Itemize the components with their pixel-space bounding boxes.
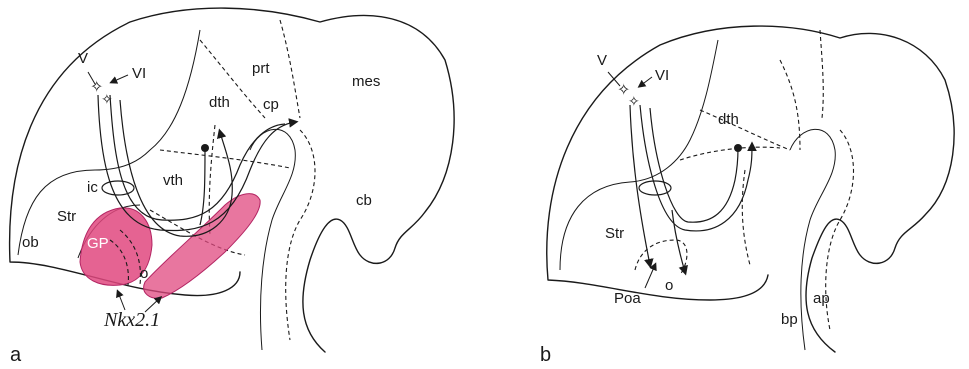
dth-border-b4	[680, 147, 780, 160]
label-ic: ic	[87, 179, 98, 196]
poa-pointer-b	[645, 265, 655, 288]
panel-letter-a: a	[10, 344, 22, 366]
neuron-vi-star-b: ✧	[628, 93, 640, 109]
label-v-b: V	[597, 52, 607, 69]
label-poa: Poa	[614, 290, 641, 307]
label-ob: ob	[22, 234, 39, 251]
label-ap: ap	[813, 290, 830, 307]
label-gp: GP	[87, 235, 109, 252]
label-cb: cb	[356, 192, 372, 209]
label-vi-a: VI	[132, 65, 146, 82]
dth-border-b1	[700, 110, 790, 150]
label-str-b: Str	[605, 225, 624, 242]
label-str-a: Str	[57, 208, 76, 225]
label-cp: cp	[263, 96, 279, 113]
ventricle-dash-b	[826, 130, 854, 330]
thalamus-border-a	[160, 150, 290, 168]
label-o-a: o	[140, 265, 148, 282]
label-mes-a: mes	[352, 73, 380, 90]
ventricle-dash-a	[286, 130, 315, 340]
label-o-b: o	[665, 277, 673, 294]
nkx-pointer-gp	[118, 292, 125, 310]
prt-mes-border-a	[280, 20, 300, 118]
label-vi-b: VI	[655, 67, 669, 84]
label-v-a: V	[78, 50, 88, 67]
dth-border-b3	[820, 30, 823, 118]
brain-outline-b	[547, 26, 954, 352]
vertical-dash-b	[742, 170, 750, 265]
label-nkx21: Nkx2.1	[103, 309, 160, 331]
label-dth-a: dth	[209, 94, 230, 111]
mge-strip-domain	[144, 194, 260, 299]
label-dth-b: dth	[718, 111, 739, 128]
thalamic-neuron-b	[734, 144, 742, 152]
dth-border-b2	[780, 60, 800, 150]
poa-border-b	[635, 240, 687, 275]
vi-pointer-b	[640, 77, 652, 86]
vi-pointer-a	[112, 75, 128, 82]
panel-b: ✧ ✧ V VI dth Str o Poa ap bp b	[540, 26, 954, 366]
panel-letter-b: b	[540, 344, 551, 366]
label-vth: vth	[163, 172, 183, 189]
panel-a: ✧ ✧ V VI prt mes dth cp vth ic Str ob GP…	[10, 8, 454, 366]
neuron-vi-star-a: ✧	[101, 91, 113, 107]
label-prt: prt	[252, 60, 270, 77]
hemisphere-boundary-b	[560, 40, 718, 270]
label-bp: bp	[781, 311, 798, 328]
internal-capsule-ring-a	[102, 181, 134, 195]
ventricle-fold-a	[250, 129, 295, 350]
